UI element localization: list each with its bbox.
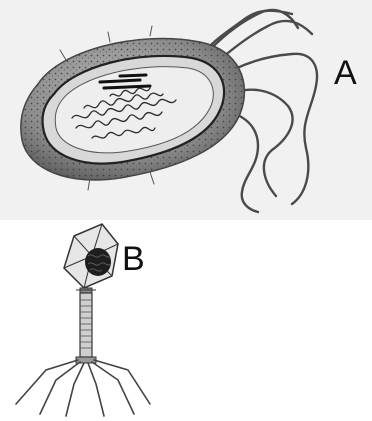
label-b: B — [122, 242, 145, 276]
label-a: A — [334, 56, 357, 90]
